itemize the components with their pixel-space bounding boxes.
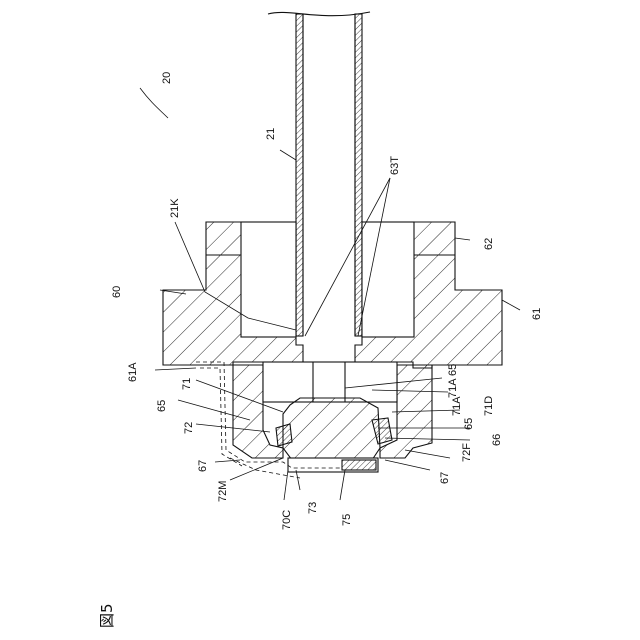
label-75: 75 (341, 514, 353, 526)
plate-75 (288, 458, 378, 472)
label-71: 71 (181, 378, 193, 390)
label-21K: 21K (169, 198, 181, 218)
label-71D: 71D (483, 396, 495, 416)
label-61: 61 (531, 308, 543, 320)
label-72F: 72F (461, 443, 473, 462)
label-62: 62 (483, 238, 495, 250)
label-71A-65: 71A 65 (447, 364, 459, 398)
label-67-right: 67 (439, 472, 451, 484)
label-72M: 72M (217, 481, 229, 502)
body-60 (163, 222, 502, 368)
label-65-left: 65 (156, 400, 168, 412)
valve-element-71 (283, 398, 380, 460)
label-60: 60 (111, 286, 123, 298)
label-72: 72 (183, 422, 195, 434)
label-20: 20 (161, 72, 173, 84)
label-21: 21 (265, 128, 277, 140)
label-71A: 71A (451, 396, 463, 416)
label-66: 66 (491, 434, 503, 446)
label-65-right: 65 (463, 418, 475, 430)
label-63T: 63T (389, 156, 401, 175)
label-67-left: 67 (197, 460, 209, 472)
label-61A: 61A (127, 362, 139, 382)
label-73: 73 (307, 502, 319, 514)
label-70C: 70C (281, 510, 293, 530)
figure-label: 図5 (98, 603, 116, 628)
